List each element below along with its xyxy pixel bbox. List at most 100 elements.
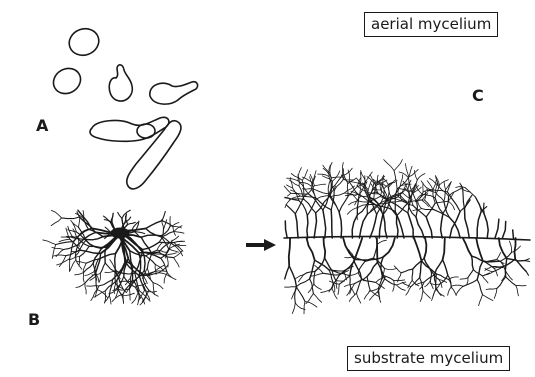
hypha-branch bbox=[367, 277, 370, 290]
hypha-branch bbox=[503, 259, 515, 267]
surface-hypha bbox=[284, 236, 530, 240]
hypha-branch bbox=[393, 281, 395, 292]
hypha-branch bbox=[424, 275, 434, 282]
hypha-branch bbox=[497, 277, 506, 289]
hypha-branch bbox=[515, 238, 516, 259]
hypha-branch bbox=[468, 270, 474, 278]
hypha-branch bbox=[287, 185, 293, 188]
hypha-branch bbox=[499, 238, 507, 259]
hypha-branch bbox=[297, 288, 305, 302]
hypha-germinating-2 bbox=[127, 121, 181, 189]
hypha-branch bbox=[128, 222, 136, 224]
hypha-branch bbox=[289, 238, 290, 266]
hypha-branch bbox=[516, 286, 519, 296]
hypha-branch bbox=[426, 217, 432, 238]
hypha-branch bbox=[482, 276, 488, 283]
hypha-branch bbox=[492, 267, 503, 268]
hypha-branch bbox=[425, 191, 426, 200]
hypha-branch bbox=[451, 287, 456, 295]
hypha-branch bbox=[285, 266, 290, 279]
hypha-branch bbox=[314, 272, 315, 285]
hypha-branch bbox=[296, 279, 310, 287]
hypha-branch bbox=[380, 181, 381, 190]
panel-b-colony bbox=[43, 210, 186, 305]
hypha-branch bbox=[384, 160, 394, 171]
hypha-branch bbox=[285, 287, 296, 288]
hypha-branch bbox=[463, 188, 465, 209]
hypha-branch bbox=[291, 193, 309, 194]
hypha-branch bbox=[452, 285, 463, 286]
hypha-branch bbox=[339, 212, 342, 238]
panel-a-spores bbox=[49, 25, 198, 189]
transition-arrow bbox=[246, 239, 276, 251]
hypha-branch bbox=[295, 214, 298, 238]
hypha-branch bbox=[424, 238, 426, 258]
hypha-branch bbox=[495, 219, 499, 238]
spore-germinating-1 bbox=[109, 65, 132, 101]
spore-germinating-2 bbox=[150, 82, 198, 104]
hypha-branch bbox=[368, 181, 371, 190]
hypha-branch bbox=[448, 287, 452, 295]
hypha-branch bbox=[505, 259, 506, 277]
hypha-branch bbox=[385, 269, 397, 270]
hypha-branch bbox=[314, 189, 329, 194]
hypha-branch bbox=[412, 269, 413, 280]
hypha-branch bbox=[400, 175, 402, 186]
hypha-branch bbox=[114, 284, 115, 294]
hypha-branch bbox=[348, 273, 359, 276]
hypha-branch bbox=[287, 178, 299, 181]
hypha-branch bbox=[100, 263, 105, 273]
hypha-branch bbox=[394, 266, 401, 273]
hypha-branch bbox=[53, 255, 66, 256]
hypha-branch bbox=[285, 221, 287, 238]
hypha-branch bbox=[304, 302, 305, 314]
hypha-branch bbox=[79, 217, 80, 227]
hypha-branch bbox=[408, 213, 413, 238]
hypha-branch bbox=[479, 295, 483, 306]
hypha-branch bbox=[472, 256, 474, 270]
hypha-branch bbox=[425, 281, 431, 287]
hypha-branch bbox=[413, 206, 426, 217]
hypha-branch bbox=[401, 269, 413, 273]
aerial-mycelium-label: aerial mycelium bbox=[364, 12, 498, 37]
hypha-branch bbox=[414, 238, 422, 261]
hypha-branch bbox=[441, 213, 443, 238]
hypha-branch bbox=[395, 189, 397, 211]
hypha-branch bbox=[413, 258, 424, 269]
hypha-branch bbox=[59, 239, 70, 242]
panel-c-mycelium bbox=[284, 160, 530, 314]
hypha-branch bbox=[383, 215, 387, 238]
hypha-branch bbox=[444, 181, 446, 189]
panel-label-c: C bbox=[472, 86, 484, 105]
hypha-branch bbox=[483, 295, 494, 301]
hypha-branch bbox=[169, 249, 179, 252]
hypha-branch bbox=[477, 261, 483, 280]
hypha-branch bbox=[85, 283, 86, 294]
hypha-branch bbox=[139, 252, 159, 253]
hypha-branch bbox=[525, 261, 530, 262]
hypha-branch bbox=[87, 286, 99, 287]
hypha-branch bbox=[385, 279, 397, 285]
hypha-branch bbox=[159, 242, 174, 243]
hypha-branch bbox=[425, 200, 434, 210]
hypha-branch bbox=[56, 242, 74, 245]
hypha-branch bbox=[348, 178, 357, 184]
hypha-branch bbox=[513, 230, 514, 238]
hypha-branch bbox=[166, 253, 176, 256]
hypha-branch bbox=[430, 281, 433, 289]
hypha-branch bbox=[465, 188, 475, 197]
hypha-branch bbox=[300, 196, 315, 197]
hypha-branch bbox=[349, 201, 359, 205]
hypha-branch bbox=[115, 254, 116, 271]
hypha-branch bbox=[68, 226, 72, 236]
hypha-branch bbox=[394, 280, 405, 281]
hypha-branch bbox=[497, 253, 501, 260]
hypha-branch bbox=[359, 214, 367, 238]
spore-round-1 bbox=[65, 25, 102, 60]
hypha-branch bbox=[287, 193, 290, 196]
hypha-branch bbox=[303, 272, 315, 275]
hypha-branch bbox=[357, 293, 361, 303]
hypha-branch bbox=[460, 278, 468, 279]
hypha-branch bbox=[416, 217, 424, 238]
